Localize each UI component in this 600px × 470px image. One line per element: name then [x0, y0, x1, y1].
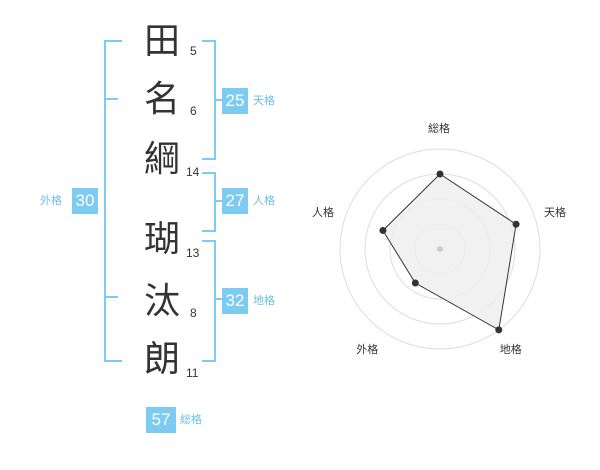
tenkaku-label: 天格 — [253, 94, 275, 107]
gaikaku-bracket-tick-top — [104, 98, 118, 100]
stroke-count-1: 5 — [190, 44, 197, 58]
name-char-1: 田 — [143, 21, 180, 62]
radar-point-5 — [379, 226, 387, 234]
radar-point-2 — [512, 220, 520, 228]
chikaku-connector — [214, 298, 222, 300]
radar-point-1 — [436, 170, 444, 178]
name-char-3: 綱 — [143, 139, 180, 180]
radar-polygon — [382, 173, 517, 331]
radar-point-4 — [411, 279, 419, 287]
chikaku-value: 32 — [222, 288, 248, 314]
chikaku-label: 地格 — [253, 294, 275, 307]
jinkaku-connector — [214, 200, 222, 202]
radar-ring-4 — [339, 148, 541, 350]
tenkaku-connector — [214, 99, 222, 101]
radar-center-dot — [437, 246, 443, 252]
radar-axis-label-1: 総格 — [428, 122, 450, 135]
radar-point-3 — [495, 326, 503, 334]
soukaku-value: 57 — [146, 407, 176, 433]
jinkaku-bracket — [202, 172, 216, 232]
stroke-count-3: 14 — [186, 165, 200, 179]
name-char-5: 汰 — [143, 281, 180, 322]
radar-axis-label-5: 人格 — [311, 206, 334, 220]
radar-axis-label-2: 天格 — [544, 206, 567, 220]
stroke-count-4: 13 — [186, 246, 200, 260]
radar-axis-label-4: 外格 — [356, 342, 379, 356]
radar-axis-label-3: 地格 — [499, 342, 522, 356]
gaikaku-bracket-tick-bottom — [104, 296, 118, 298]
gaikaku-bracket — [104, 40, 122, 362]
tenkaku-value: 25 — [222, 88, 248, 114]
jinkaku-label: 人格 — [253, 194, 275, 207]
gaikaku-label: 外格 — [40, 194, 62, 207]
name-char-4: 瑚 — [143, 219, 180, 260]
stroke-count-5: 8 — [190, 306, 197, 320]
name-char-2: 名 — [143, 79, 180, 120]
name-char-6: 朗 — [143, 339, 180, 380]
gaikaku-value: 30 — [72, 188, 98, 214]
chikaku-bracket — [202, 240, 216, 362]
stroke-count-2: 6 — [190, 104, 197, 118]
jinkaku-value: 27 — [222, 188, 248, 214]
stroke-count-6: 11 — [186, 366, 199, 380]
soukaku-label: 総格 — [180, 413, 202, 426]
